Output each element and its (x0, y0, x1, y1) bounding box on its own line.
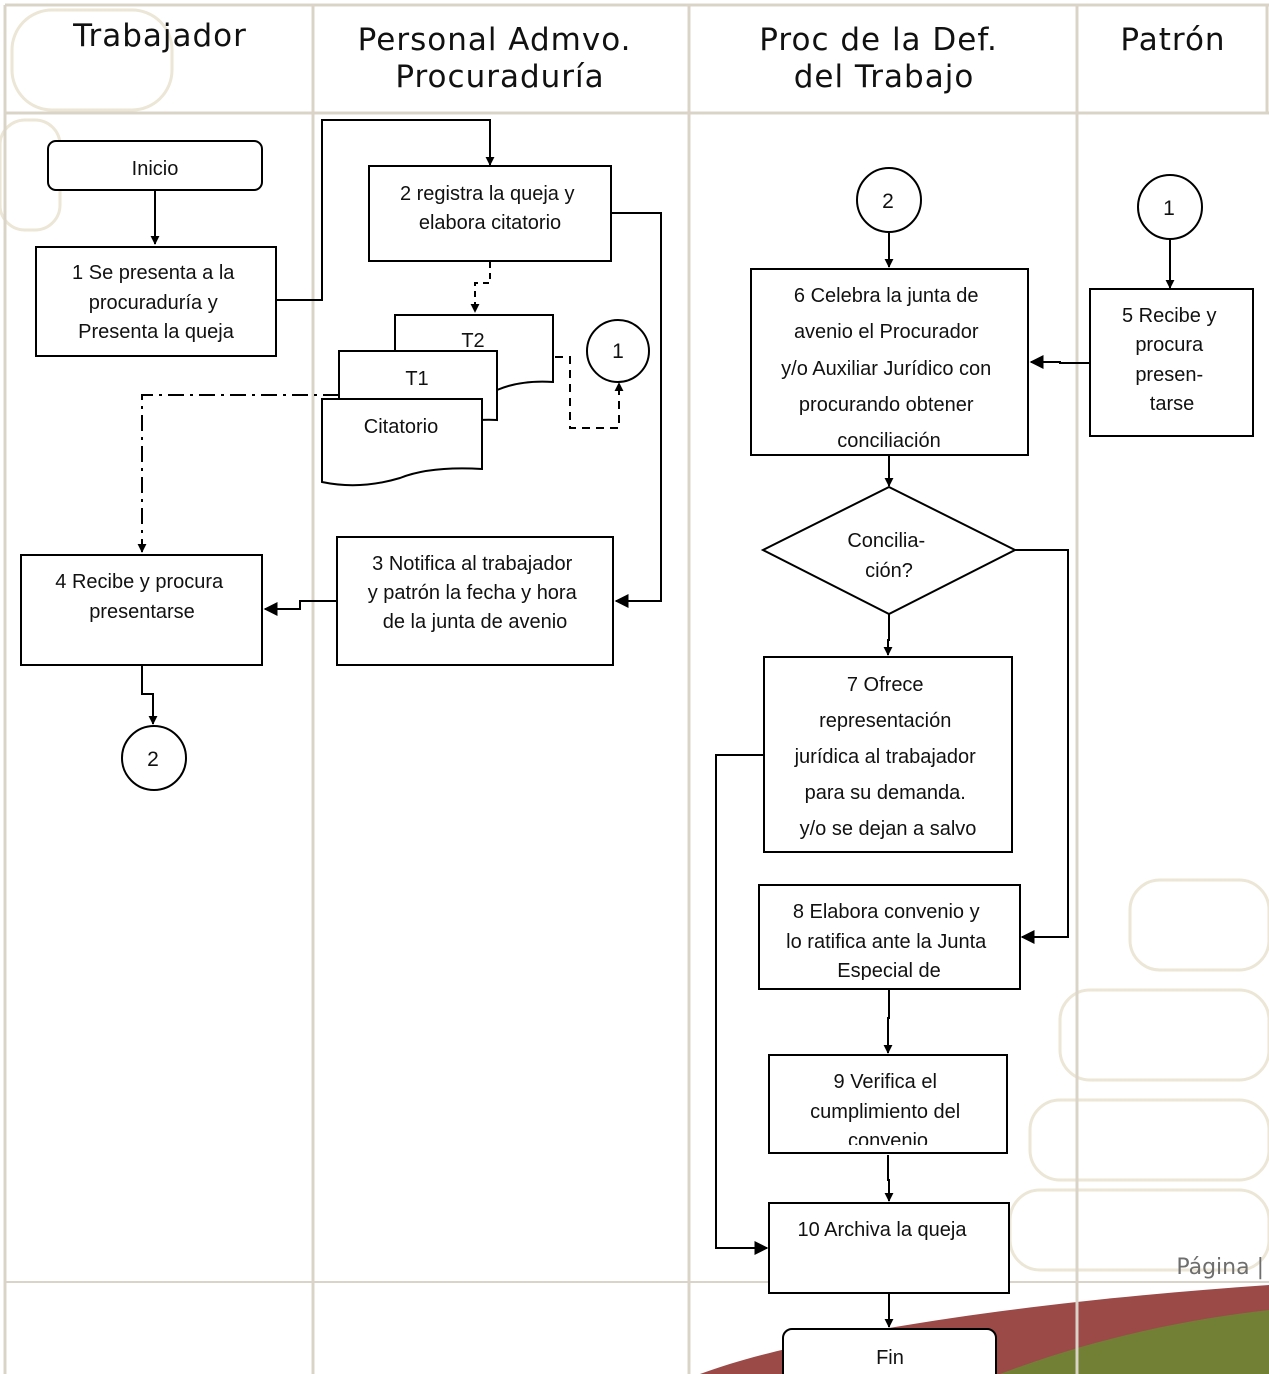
flow-edges-dashed (137, 262, 624, 553)
node-step8: 8 Elabora convenio y lo ratifica ante la… (758, 884, 1021, 990)
node-inicio: Inicio (47, 140, 263, 191)
node-step5: 5 Recibe y procura presen- tarse (1089, 288, 1254, 437)
node-decision: Concilia- ción? (760, 485, 1018, 616)
node-step2-label: 2 registra la queja y elabora citatorio (400, 183, 580, 234)
node-step6: 6 Celebra la junta de avenio el Procurad… (750, 268, 1029, 456)
connector-1-personal-label: 1 (612, 340, 624, 363)
node-decision-label: Concilia- ción? (847, 530, 930, 582)
node-step3-label: 3 Notifica al trabajador y patrón la fec… (368, 553, 583, 633)
node-step3: 3 Notifica al trabajador y patrón la fec… (336, 536, 614, 666)
edge-step3-step4 (263, 600, 337, 616)
node-step5-label: 5 Recibe y procura presen- tarse (1122, 305, 1222, 415)
doc-t1-label: T1 (405, 368, 428, 390)
flow-edges (141, 119, 1175, 1328)
page-label: Página | (1176, 1255, 1264, 1280)
edge-docs-c1 (555, 356, 624, 429)
connector-1-personal: 1 (586, 319, 650, 383)
edge-step1-step2 (277, 119, 495, 301)
edge-step9-step10 (884, 1155, 894, 1202)
node-step1-label: 1 Se presenta a la procuraduría y Presen… (72, 262, 240, 343)
document-stack: T2 T1 Citatorio (321, 314, 554, 487)
node-step6-label: 6 Celebra la junta de avenio el Procurad… (781, 285, 997, 452)
node-fin: Fin (782, 1328, 997, 1374)
lane-title-procuraduria: Proc de la Def. del Trabajo (759, 22, 1008, 95)
edge-decision-step7 (883, 614, 893, 656)
lane-grid (3, 3, 1269, 1374)
node-step7-label: 7 Ofrece representación jurídica al trab… (794, 674, 982, 840)
lane-title-patron: Patrón (1120, 22, 1225, 58)
edge-step8-step9 (883, 990, 893, 1054)
edge-decision-step8 (1015, 549, 1069, 944)
doc-citatorio-label: Citatorio (364, 416, 438, 438)
node-step4-label: 4 Recibe y procura presentarse (55, 571, 228, 623)
node-fin-label: Fin (876, 1347, 904, 1369)
edge-step2-step3 (611, 212, 662, 608)
node-step4: 4 Recibe y procura presentarse (20, 554, 263, 666)
node-step2: 2 registra la queja y elabora citatorio (368, 165, 612, 262)
connector-2-trabajador-label: 2 (147, 748, 159, 771)
node-step10: 10 Archiva la queja (768, 1202, 1010, 1294)
connector-1-patron-label: 1 (1163, 197, 1175, 220)
edge-step2-docs (470, 262, 491, 313)
node-step10-label: 10 Archiva la queja (797, 1219, 967, 1241)
node-inicio-label: Inicio (132, 158, 179, 180)
node-step9-label: 9 Verifica el cumplimiento del convenio (810, 1071, 966, 1152)
connector-2-proc-label: 2 (882, 190, 894, 213)
edge-step5-step6 (1029, 355, 1090, 369)
lane-title-personal: Personal Admvo. Procuraduría (358, 22, 643, 95)
connector-2-trabajador: 2 (121, 725, 187, 791)
connector-2-proc: 2 (856, 167, 922, 233)
node-step7: 7 Ofrece representación jurídica al trab… (763, 656, 1013, 853)
edge-step4-c2 (141, 666, 158, 725)
edge-citatorio-step4 (137, 394, 339, 553)
lane-title-trabajador: Trabajador (72, 18, 247, 54)
doc-t2-label: T2 (461, 330, 484, 352)
node-step8-label: 8 Elabora convenio y lo ratifica ante la… (786, 901, 992, 982)
node-step1: 1 Se presenta a la procuraduría y Presen… (35, 246, 277, 357)
connector-1-patron: 1 (1137, 174, 1203, 240)
node-step9: 9 Verifica el cumplimiento del convenio (768, 1054, 1008, 1154)
edge-step7-step10 (715, 754, 769, 1255)
